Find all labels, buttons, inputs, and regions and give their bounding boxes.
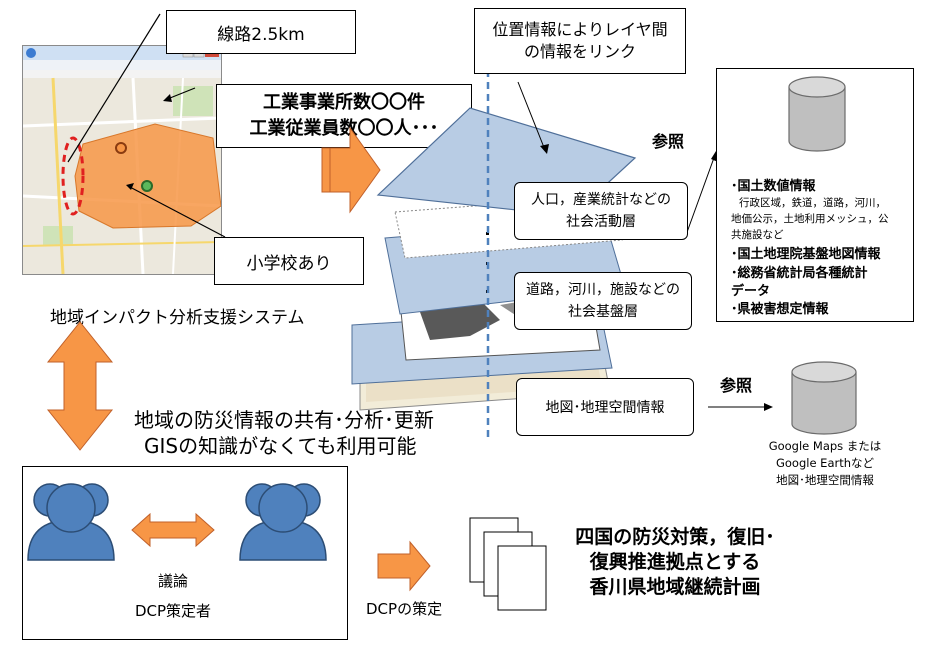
features-line1: 地域の防災情報の共有･分析･更新	[134, 408, 434, 432]
plan-line1: 四国の防災対策，復旧･	[575, 526, 775, 548]
reference-label-top: 参照	[652, 132, 685, 151]
db-title: ･国土数値情報	[731, 179, 816, 194]
planners-box	[22, 466, 348, 640]
db-detail-line2: 地価公示，土地利用メッシュ，公	[731, 213, 889, 225]
discussion-arrow-icon	[131, 512, 215, 548]
infrastructure-layer-label: 道路，河川，施設などの 社会基盤層	[514, 272, 692, 330]
link-note-line1: 位置情報によりレイヤ間	[492, 20, 668, 39]
social-layer-label: 人口，産業統計などの 社会活動層	[514, 182, 688, 240]
database-icon	[788, 76, 846, 152]
school-callout-text: 小学校あり	[246, 253, 332, 274]
map-source-line2: Google Earthなど	[775, 456, 875, 470]
db-item4: ･県被害想定情報	[731, 302, 829, 317]
discussion-label: 議論	[157, 572, 188, 590]
map-source-line1: Google Maps または	[768, 439, 882, 453]
map-layer-label: 地図･地理空間情報	[516, 378, 694, 436]
features-line2: GISの知識がなくても利用可能	[144, 434, 417, 458]
infrastructure-layer-line1: 道路，河川，施設などの	[526, 282, 680, 298]
social-layer-line1: 人口，産業統計などの	[531, 192, 671, 208]
industry-count-text: 工業事業所数〇〇件	[263, 92, 425, 113]
db-detail-line1: 行政区域，鉄道，道路，河川，	[739, 197, 886, 209]
link-note-box: 位置情報によりレイヤ間 の情報をリンク	[474, 8, 686, 74]
reference-label-bottom: 参照	[720, 376, 753, 395]
document-icon	[469, 517, 547, 611]
map-layer-text: 地図･地理空間情報	[545, 400, 665, 416]
infrastructure-layer-line2: 社会基盤層	[568, 304, 638, 320]
railway-callout-text: 線路2.5km	[217, 24, 305, 45]
railway-callout: 線路2.5km	[166, 10, 356, 54]
dcp-arrow-icon	[377, 540, 431, 592]
link-note-line2: の情報をリンク	[523, 42, 636, 61]
school-callout: 小学校あり	[214, 237, 364, 285]
system-name: 地域インパクト分析支援システム	[50, 308, 305, 328]
db-item3-line1: ･総務省統計局各種統計	[731, 266, 868, 281]
database-panel: ･国土数値情報 行政区域，鉄道，道路，河川， 地価公示，土地利用メッシュ，公 共…	[716, 68, 914, 322]
person-icon-right	[239, 483, 327, 561]
planner-role-label: DCP策定者	[134, 602, 212, 620]
dcp-action-label: DCPの策定	[366, 600, 443, 618]
db-item3-line2: データ	[731, 284, 771, 299]
map-source-line3: 地図･地理空間情報	[776, 473, 874, 487]
social-layer-line2: 社会活動層	[566, 214, 636, 230]
plan-line2: 復興推進拠点とする	[589, 551, 761, 573]
db-detail-line3: 共施設など	[731, 229, 784, 241]
db-item2: ･国土地理院基盤地図情報	[731, 247, 881, 262]
industry-workers-text: 工業従業員数〇〇人･･･	[249, 118, 439, 139]
person-icon-left	[27, 483, 115, 561]
plan-line3: 香川県地域継続計画	[589, 576, 761, 598]
